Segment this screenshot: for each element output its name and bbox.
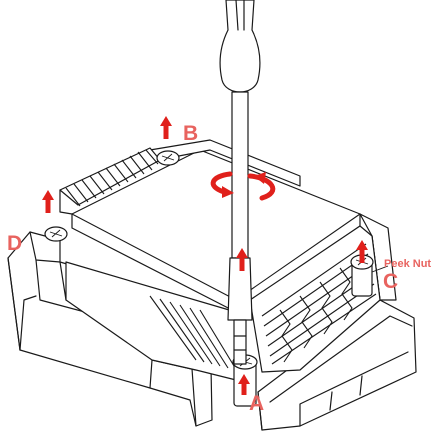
label-d: D bbox=[7, 232, 22, 255]
label-a: A bbox=[249, 392, 264, 415]
screw-post-d bbox=[44, 226, 68, 242]
arrow-a bbox=[238, 374, 250, 395]
peek-nut-leader bbox=[371, 265, 389, 273]
heatsink-fins-right bbox=[249, 225, 381, 373]
arrow-d bbox=[42, 190, 54, 213]
label-b: B bbox=[183, 122, 198, 145]
arrow-b bbox=[160, 116, 172, 139]
arrow-c bbox=[356, 240, 368, 263]
label-c: C bbox=[383, 270, 398, 293]
screw-post-b bbox=[156, 150, 180, 166]
arrow-shaft bbox=[236, 248, 248, 271]
rotation-indicator bbox=[210, 171, 276, 201]
screwdriver bbox=[219, 0, 261, 365]
label-peek-nut: Peek Nut bbox=[384, 258, 431, 270]
